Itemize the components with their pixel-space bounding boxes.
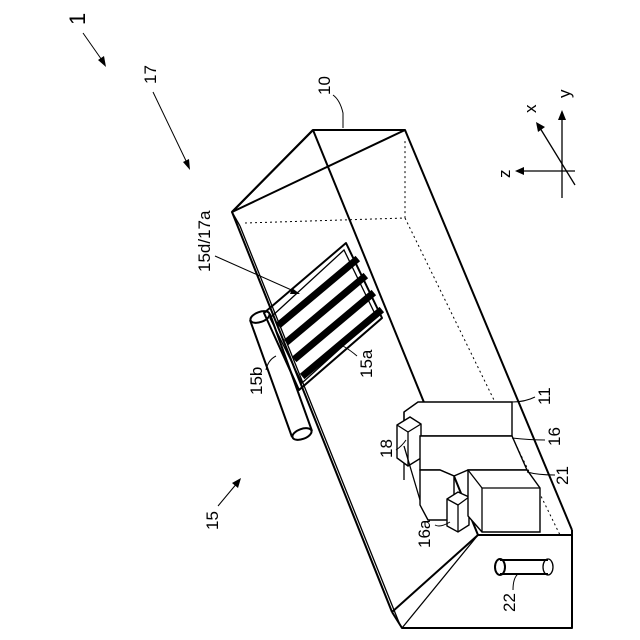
axis-triad [515,110,575,198]
component-16a [447,492,469,532]
component-21 [468,470,540,532]
ref-label-21: 21 [553,466,572,485]
ref-label-15d-17a: 15d/17a [195,210,214,272]
ref-label-11: 11 [535,387,554,405]
ref-label-10: 10 [315,76,334,95]
axis-label-y: y [555,89,574,98]
ref-label-16a: 16a [415,519,434,548]
ref-label-15a: 15a [357,349,376,378]
component-18 [397,417,421,466]
ref-label-18: 18 [377,439,396,458]
axis-label-x: x [521,104,540,113]
ref-label-1: 1 [65,13,90,25]
ref-label-15: 15 [203,511,222,530]
axis-label-z: z [495,170,514,179]
housing-10 [232,130,572,628]
ref-label-17: 17 [141,65,160,84]
ref-label-15b: 15b [247,367,266,395]
component-22 [495,559,553,575]
ref-label-22: 22 [500,593,519,612]
ref-label-16: 16 [545,427,564,446]
